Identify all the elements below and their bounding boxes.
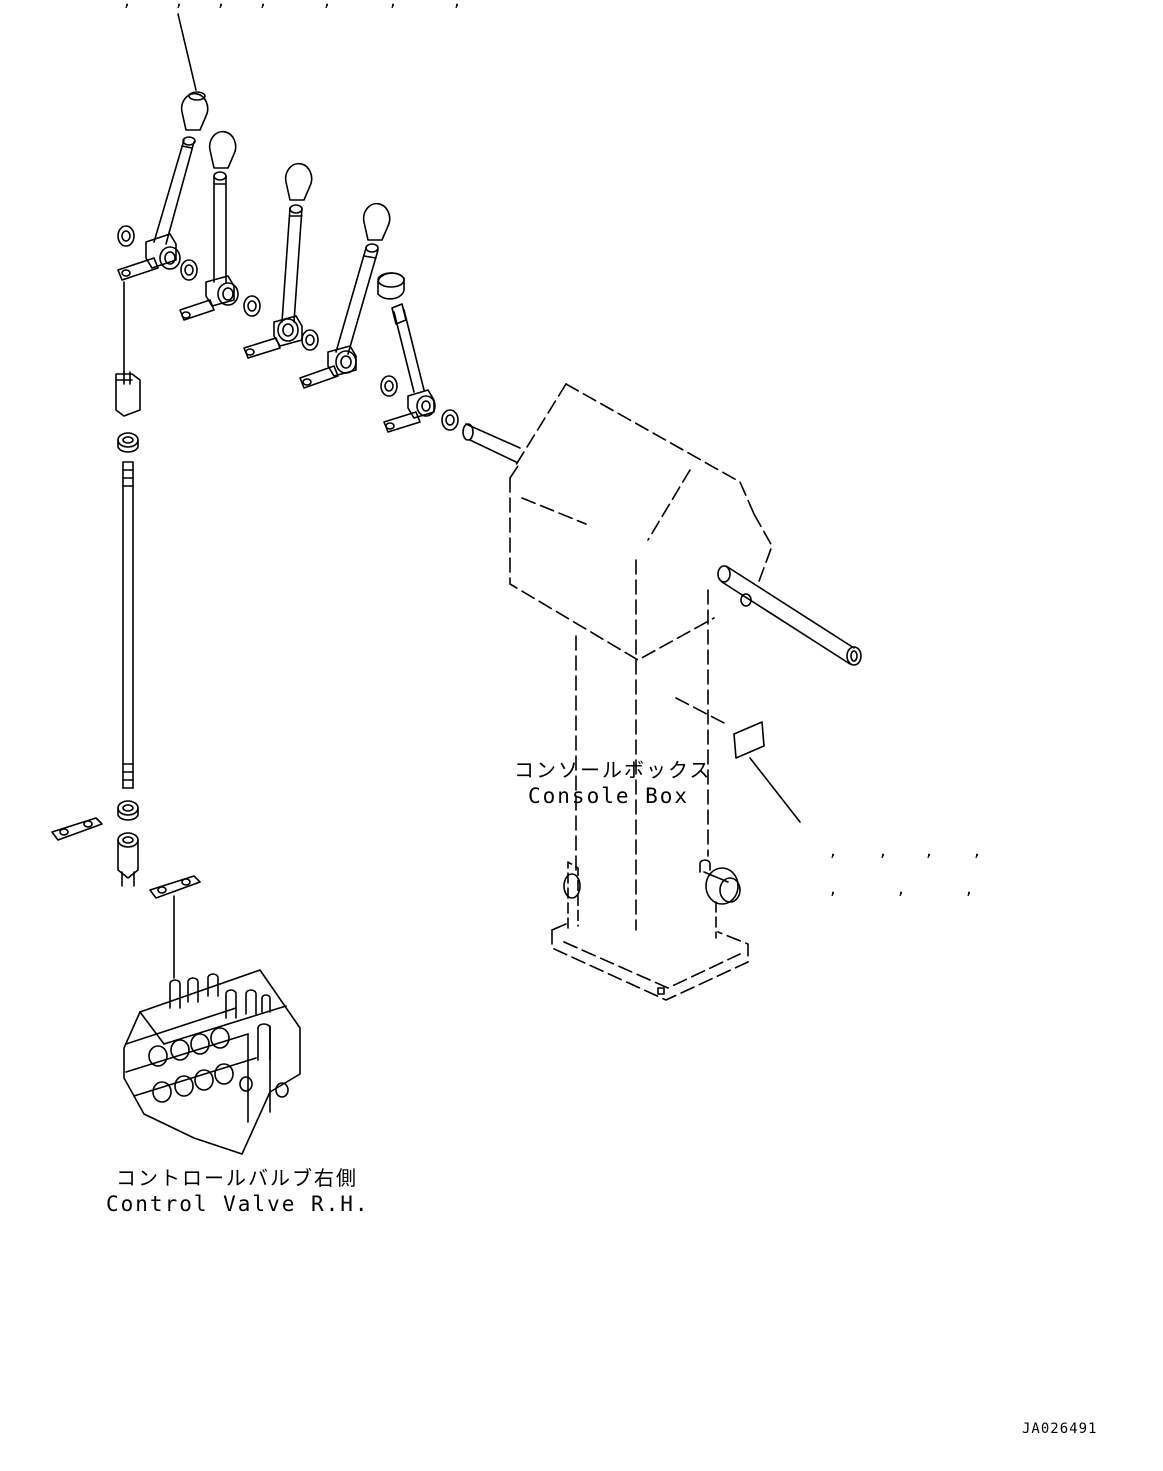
decal-leader — [750, 758, 800, 822]
decal-part-marker: , — [926, 840, 932, 861]
part-number-marker: , — [260, 0, 266, 11]
washer-3 — [244, 296, 260, 316]
washer-2-inner — [185, 265, 193, 275]
decal-part-marker: , — [830, 878, 836, 899]
part-number-marker: , — [124, 0, 130, 11]
bracket-right — [150, 876, 200, 978]
washer-5b-inner — [446, 415, 454, 425]
decal-part-marker: , — [966, 878, 972, 899]
washer-5a — [381, 376, 397, 396]
decal-plate — [734, 722, 764, 758]
shaft-left — [463, 424, 520, 462]
washer-5a-inner — [385, 381, 393, 391]
decal-part-marker: , — [898, 878, 904, 899]
part-number-marker: , — [454, 0, 460, 11]
washer-2 — [181, 260, 197, 280]
control-valve-label-ja: コントロールバルブ右側 — [116, 1166, 358, 1190]
console-box-label-ja: コンソールボックス — [514, 758, 712, 782]
o-ring-part — [189, 92, 205, 100]
console-box — [510, 384, 772, 930]
console-box-label-en: Console Box — [528, 784, 690, 808]
rod-assembly — [116, 282, 140, 886]
washer-5b — [442, 410, 458, 430]
decal-part-marker: , — [830, 840, 836, 861]
lever-3 — [244, 164, 312, 358]
part-number-marker: , — [324, 0, 330, 11]
console-base — [552, 860, 748, 1000]
control-valve-label-en: Control Valve R.H. — [106, 1192, 370, 1216]
top-leader-line — [178, 14, 196, 90]
washer-1-inner — [122, 231, 130, 241]
bracket-left — [52, 818, 102, 840]
part-number-marker: , — [176, 0, 182, 11]
part-number-marker: , — [218, 0, 224, 11]
control-valve — [124, 970, 300, 1154]
decal-part-marker: , — [974, 840, 980, 861]
lever-4 — [300, 204, 390, 388]
shaft-right — [718, 566, 861, 665]
washer-4 — [302, 330, 318, 350]
washer-3-inner — [248, 301, 256, 311]
lever-5 — [378, 273, 435, 432]
washer-4-inner — [306, 335, 314, 345]
drawing-code: JA026491 — [1022, 1421, 1098, 1437]
lever-2 — [180, 132, 238, 320]
part-number-marker: , — [390, 0, 396, 11]
washer-1 — [118, 226, 134, 246]
decal-part-marker: , — [880, 840, 886, 861]
lever-1 — [118, 94, 208, 280]
